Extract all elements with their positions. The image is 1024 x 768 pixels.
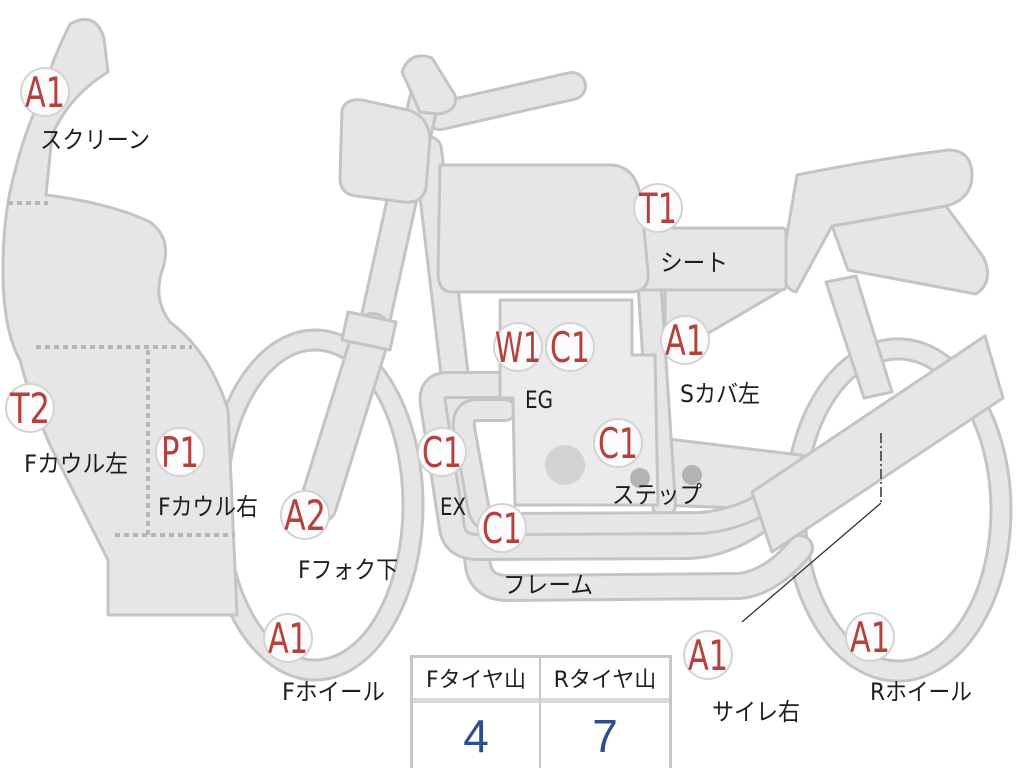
code-side-cover-left: A1	[665, 316, 705, 365]
badge-engine-2: C1	[545, 322, 595, 372]
label-front-cowl-right: Fカウル右	[158, 493, 258, 521]
rear-tread-value: 7	[592, 709, 618, 762]
badge-engine-1: W1	[493, 322, 543, 372]
label-side-cover-left: Sカバ左	[680, 380, 760, 408]
label-silencer-right: サイレ右	[712, 698, 800, 726]
badge-seat: T1	[633, 183, 683, 233]
front-fork-collar	[340, 310, 398, 352]
label-front-wheel: Fホイール	[282, 678, 385, 706]
rear-tail-upper	[781, 148, 974, 294]
code-front-cowl-left: T2	[9, 384, 50, 433]
rear-shock	[824, 274, 894, 400]
rear-tail-lower	[830, 204, 990, 296]
code-frame: C1	[482, 504, 522, 553]
rear-tread-header: Rタイヤ山	[541, 658, 669, 703]
code-engine-1: W1	[495, 323, 541, 372]
badge-frame: C1	[477, 503, 527, 553]
tire-tread-table: Fタイヤ山 Rタイヤ山 4 7	[410, 655, 672, 768]
front-fork-lower	[301, 315, 389, 522]
muffler	[750, 334, 1005, 554]
label-exhaust: EX	[440, 493, 466, 521]
badge-front-fork-lower: A2	[280, 490, 330, 540]
engine-cover-circle	[545, 445, 585, 485]
label-front-fork-lower: Fフォク下	[298, 556, 398, 584]
headlight	[338, 98, 432, 204]
step-peg-rear	[682, 465, 702, 485]
front-tread-header: Fタイヤ山	[413, 658, 541, 703]
label-front-cowl-left: Fカウル左	[24, 450, 128, 478]
code-silencer-right: A1	[688, 631, 728, 680]
badge-side-cover-left: A1	[660, 315, 710, 365]
handlebar	[428, 74, 584, 128]
code-rear-wheel: A1	[850, 613, 890, 662]
badge-silencer-right: A1	[683, 630, 733, 680]
badge-front-wheel: A1	[263, 613, 313, 663]
badge-exhaust: C1	[417, 427, 467, 477]
badge-rear-wheel: A1	[845, 612, 895, 662]
code-screen: A1	[25, 68, 65, 117]
exhaust-pipe-outer	[421, 374, 776, 558]
lower-frame	[455, 459, 811, 599]
code-exhaust: C1	[422, 428, 462, 477]
badge-screen: A1	[20, 67, 70, 117]
label-frame: フレーム	[503, 571, 593, 599]
label-rear-wheel: Rホイール	[870, 678, 972, 706]
label-step: ステップ	[612, 481, 702, 509]
label-screen: スクリーン	[40, 126, 150, 154]
code-step: C1	[598, 419, 638, 468]
step-peg-front	[630, 468, 650, 488]
front-tread-value: 4	[413, 703, 541, 768]
silencer-leader-line	[741, 502, 882, 623]
badge-front-cowl-left: T2	[5, 383, 55, 433]
fork-top-clamp	[400, 54, 457, 116]
badge-front-cowl-right: P1	[155, 427, 205, 477]
badge-step: C1	[593, 418, 643, 468]
label-engine: EG	[525, 386, 553, 414]
fuel-tank	[436, 163, 650, 294]
code-front-cowl-right: P1	[161, 428, 199, 477]
code-front-wheel: A1	[268, 614, 308, 663]
code-engine-2: C1	[550, 323, 590, 372]
code-front-fork-lower: A2	[284, 491, 326, 540]
code-seat: T1	[638, 184, 677, 233]
label-seat: シート	[660, 249, 728, 277]
